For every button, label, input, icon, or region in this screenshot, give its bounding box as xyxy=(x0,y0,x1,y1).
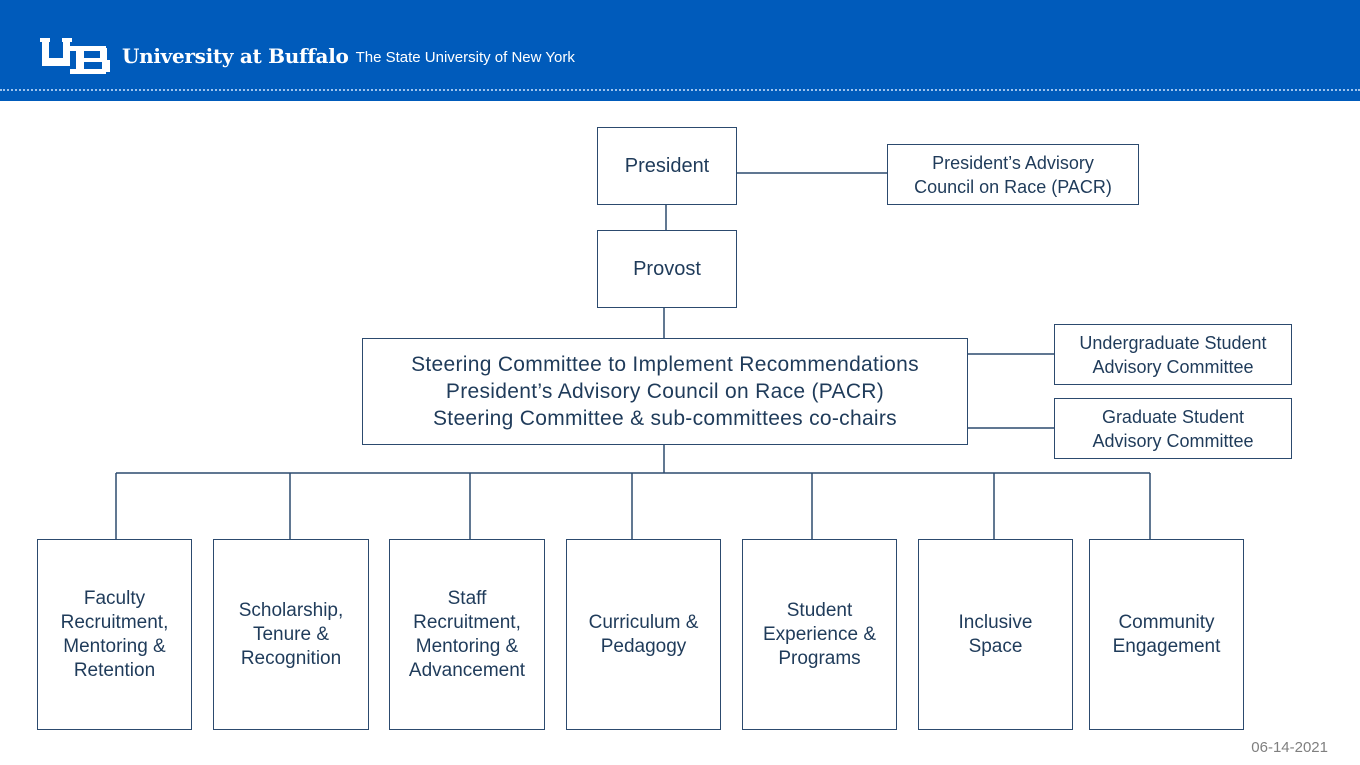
advisory-council-line-1: President’s Advisory xyxy=(932,152,1094,173)
subcommittee-line: Community xyxy=(1118,611,1215,633)
subcommittee-line: Staff xyxy=(447,587,487,609)
university-subtitle: The State University of New York xyxy=(355,49,575,66)
subcommittee-line: Programs xyxy=(778,647,861,669)
subcommittee-line: Student xyxy=(786,599,853,621)
subcommittee-line: Recruitment, xyxy=(413,611,521,633)
graduate-line-1: Graduate Student xyxy=(1101,406,1245,427)
president-label: President xyxy=(624,155,710,177)
advisory-council-box[interactable]: President’s Advisory Council on Race (PA… xyxy=(887,144,1139,205)
undergrad-committee-box[interactable]: Undergraduate Student Advisory Committee xyxy=(1054,324,1292,385)
subcommittee-line: Curriculum & xyxy=(588,611,699,633)
subcommittee-curriculum-pedagogy[interactable]: Curriculum & Pedagogy xyxy=(566,539,721,730)
provost-box[interactable]: Provost xyxy=(597,230,737,308)
steering-line-3: Steering Committee & sub-committees co-c… xyxy=(433,407,897,430)
ub-logo[interactable]: University at Buffalo The State Universi… xyxy=(40,36,575,76)
provost-label: Provost xyxy=(633,258,701,280)
subcommittee-line: Space xyxy=(968,635,1023,657)
graduate-committee-box[interactable]: Graduate Student Advisory Committee xyxy=(1054,398,1292,459)
subcommittee-line: Inclusive xyxy=(958,611,1033,633)
subcommittee-line: Retention xyxy=(73,659,156,681)
subcommittee-line: Recruitment, xyxy=(60,611,169,633)
subcommittee-line: Engagement xyxy=(1112,635,1221,657)
undergrad-line-2: Advisory Committee xyxy=(1092,356,1254,377)
graduate-line-2: Advisory Committee xyxy=(1092,430,1254,451)
subcommittee-line: Pedagogy xyxy=(600,635,687,657)
subcommittee-line: Mentoring & xyxy=(63,635,166,657)
subcommittee-staff-recruitment[interactable]: Staff Recruitment, Mentoring & Advanceme… xyxy=(389,539,545,730)
subcommittee-line: Scholarship, xyxy=(238,599,344,621)
subcommittee-inclusive-space[interactable]: Inclusive Space xyxy=(918,539,1073,730)
undergrad-line-1: Undergraduate Student xyxy=(1079,332,1267,353)
steering-line-2: President’s Advisory Council on Race (PA… xyxy=(445,380,885,403)
university-name: University at Buffalo xyxy=(122,44,349,68)
president-box[interactable]: President xyxy=(597,127,737,205)
subcommittee-scholarship-tenure[interactable]: Scholarship, Tenure & Recognition xyxy=(213,539,369,730)
subcommittee-line: Recognition xyxy=(240,647,342,669)
ub-logo-icon xyxy=(40,38,110,74)
subcommittee-line: Mentoring & xyxy=(415,635,519,657)
footer-date: 06-14-2021 xyxy=(1251,739,1328,756)
subcommittee-line: Tenure & xyxy=(252,623,330,645)
header-dotted-rule xyxy=(0,89,1360,91)
subcommittee-faculty-recruitment[interactable]: Faculty Recruitment, Mentoring & Retenti… xyxy=(37,539,192,730)
advisory-council-line-2: Council on Race (PACR) xyxy=(914,176,1112,197)
subcommittee-community-engagement[interactable]: Community Engagement xyxy=(1089,539,1244,730)
subcommittee-line: Experience & xyxy=(762,623,876,645)
subcommittee-student-experience[interactable]: Student Experience & Programs xyxy=(742,539,897,730)
steering-committee-box[interactable]: Steering Committee to Implement Recommen… xyxy=(362,338,968,445)
subcommittee-line: Faculty xyxy=(83,587,146,609)
steering-line-1: Steering Committee to Implement Recommen… xyxy=(411,353,919,376)
subcommittee-line: Advancement xyxy=(408,659,526,681)
header-bar: University at Buffalo The State Universi… xyxy=(0,0,1360,101)
